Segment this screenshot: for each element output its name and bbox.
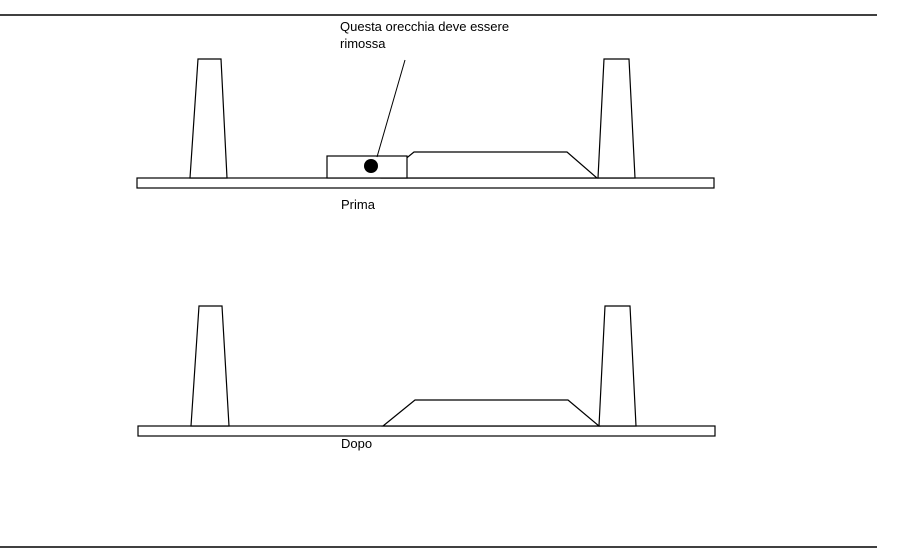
annotation-text-line-1: Questa orecchia deve essere [340,19,509,34]
after-ramp [381,399,601,427]
before-right-post [597,58,636,179]
after-label: Dopo [341,436,372,451]
before-ear-hole [364,159,378,173]
after-right-post [598,305,637,427]
annotation-leader-line [376,59,406,158]
after-left-post [190,305,230,427]
before-ramp [380,151,599,179]
before-base-plate [136,177,715,189]
before-label: Prima [341,197,376,212]
annotation-text-line-2: rimossa [340,36,386,51]
after-diagram [137,305,716,437]
before-diagram [136,58,715,189]
after-base-plate [137,425,716,437]
before-left-post [189,58,228,179]
